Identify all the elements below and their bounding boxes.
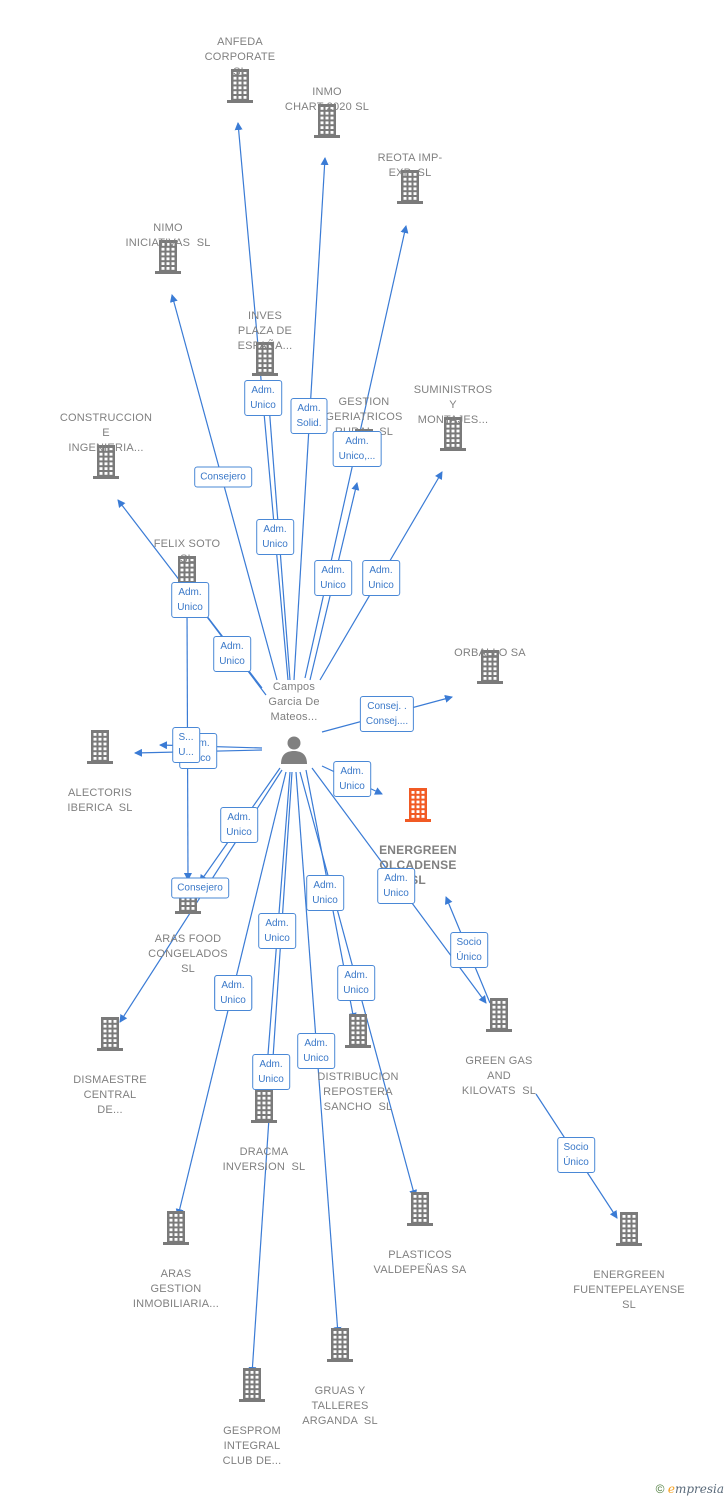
edge-label-gruas[interactable]: Adm. Unico [297, 1033, 335, 1069]
edge-label-energreen_fue[interactable]: Socio Único [557, 1137, 595, 1173]
building-icon[interactable] [310, 102, 344, 138]
edge-label-energreen_olc[interactable]: Socio Único [450, 932, 488, 968]
building-icon[interactable] [89, 443, 123, 479]
edge-label-inves[interactable]: Adm. Unico [256, 519, 294, 555]
company-label-aras_gestion[interactable]: ARAS GESTION INMOBILIARIA... [132, 1268, 220, 1310]
copyright-icon: © [655, 1482, 665, 1496]
building-icon[interactable] [247, 1087, 281, 1123]
edge-label-alectoris[interactable]: S... U... [172, 727, 200, 763]
building-icon[interactable] [235, 1366, 269, 1402]
edge-label-green_gas[interactable]: Adm. Unico [377, 868, 415, 904]
building-icon[interactable] [473, 648, 507, 684]
edge-label-aras_food[interactable]: Adm. Unico [220, 807, 258, 843]
edge-label-aras_food[interactable]: Consejero [171, 877, 229, 899]
brand-logo[interactable]: empresia [667, 1482, 724, 1496]
company-label-nimo[interactable]: NIMO INICIATIVAS SL [125, 222, 211, 249]
building-icon[interactable] [151, 238, 185, 274]
company-label-distribucion[interactable]: DISTRIBUCION REPOSTERA SANCHO SL [317, 1071, 399, 1113]
building-icon[interactable] [159, 1209, 193, 1245]
edge-label-construccion[interactable]: Adm. Unico [171, 582, 209, 618]
company-label-plasticos[interactable]: PLASTICOS VALDEPEÑAS SA [373, 1249, 467, 1276]
company-label-felix[interactable]: FELIX SOTO SL [153, 538, 221, 565]
company-label-green_gas[interactable]: GREEN GAS AND KILOVATS SL [461, 1055, 537, 1097]
edge-label-nimo[interactable]: Consejero [194, 466, 252, 488]
edge-label-gestion[interactable]: Adm. Unico [314, 560, 352, 596]
building-icon[interactable] [612, 1210, 646, 1246]
building-icon[interactable] [223, 67, 257, 103]
building-icon[interactable] [248, 340, 282, 376]
building-icon[interactable] [393, 168, 427, 204]
edge-label-dracma[interactable]: Adm. Unico [258, 913, 296, 949]
edge-label-felix[interactable]: Adm. Unico [213, 636, 251, 672]
company-label-dracma[interactable]: DRACMA INVERSION SL [222, 1146, 306, 1173]
building-icon[interactable] [341, 1012, 375, 1048]
company-label-gesprom[interactable]: GESPROM INTEGRAL CLUB DE... [222, 1425, 282, 1467]
company-label-orballo[interactable]: ORBALLO SA [454, 647, 526, 659]
building-icon[interactable] [436, 415, 470, 451]
building-icon[interactable] [482, 996, 516, 1032]
edge-label-gesprom[interactable]: Adm. Unico [252, 1054, 290, 1090]
building-icon[interactable] [83, 728, 117, 764]
building-icon[interactable] [93, 1015, 127, 1051]
edge-label-suministros[interactable]: Adm. Unico [362, 560, 400, 596]
company-label-dismaestre[interactable]: DISMAESTRE CENTRAL DE... [73, 1074, 147, 1116]
company-label-construccion[interactable]: CONSTRUCCION E INGENIERIA... [59, 412, 153, 454]
building-icon[interactable] [401, 786, 435, 822]
person-icon[interactable] [278, 734, 310, 766]
edge-label-aras_gestion[interactable]: Adm. Unico [214, 975, 252, 1011]
company-label-alectoris[interactable]: ALECTORIS IBERICA SL [67, 787, 133, 814]
footer-brand: © empresia [656, 1482, 724, 1496]
company-label-gruas[interactable]: GRUAS Y TALLERES ARGANDA SL [302, 1385, 378, 1427]
company-label-energreen_fue[interactable]: ENERGREEN FUENTEPELAYENSE SL [573, 1269, 685, 1311]
edge-label-energreen_olc[interactable]: Adm. Unico [333, 761, 371, 797]
company-label-suministros[interactable]: SUMINISTROS Y MONTAJES... [413, 384, 493, 426]
person-label[interactable]: Campos Garcia De Mateos... [268, 681, 320, 723]
edge-label-reota[interactable]: Adm. Unico,... [332, 431, 382, 467]
company-label-aras_food[interactable]: ARAS FOOD CONGELADOS SL [148, 933, 228, 975]
company-label-inves[interactable]: INVES PLAZA DE ESPAÑA... [237, 310, 293, 352]
building-icon[interactable] [323, 1326, 357, 1362]
edge-label-inmo[interactable]: Adm. Solid. [290, 398, 328, 434]
edge-label-orballo[interactable]: Consej. . Consej.... [359, 696, 415, 732]
edge-label-plasticos[interactable]: Adm. Unico [337, 965, 375, 1001]
edge-campos-nimo [169, 294, 278, 681]
company-label-reota[interactable]: REOTA IMP- EXP SL [377, 152, 443, 179]
company-label-inmo[interactable]: INMO CHART 2020 SL [284, 86, 370, 113]
building-icon[interactable] [403, 1190, 437, 1226]
company-label-anfeda[interactable]: ANFEDA CORPORATE SL [204, 36, 276, 78]
edge-label-distribucion[interactable]: Adm. Unico [306, 875, 344, 911]
edge-label-anfeda[interactable]: Adm. Unico [244, 380, 282, 416]
